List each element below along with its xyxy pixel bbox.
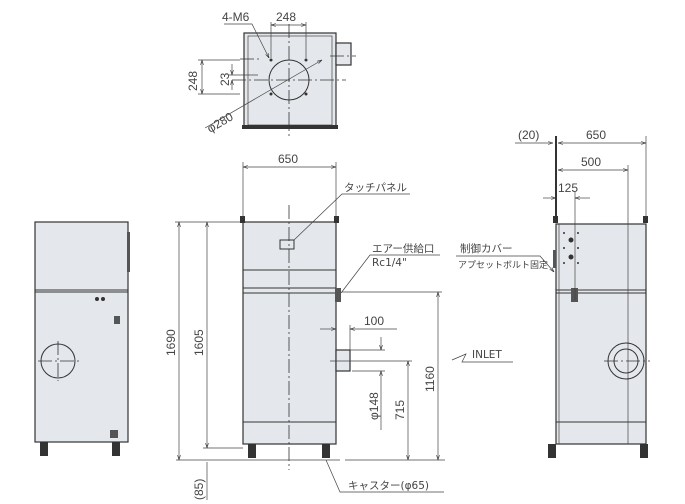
control-cover-note: アプセットボルト固定 xyxy=(458,259,548,271)
dim-top-height: 1160 xyxy=(423,366,437,392)
touch-panel-label: タッチパネル xyxy=(344,182,407,194)
dim-top-248-v: 248 xyxy=(186,71,200,91)
dim-side-125: 125 xyxy=(558,181,578,195)
right-view-body xyxy=(555,223,647,445)
front-view: 650 1690 1605 (85) 100 φ148 715 1160 タ xyxy=(164,152,513,500)
left-side-view xyxy=(34,221,130,456)
left-view-body xyxy=(34,221,129,443)
right-side-view: (20) 650 500 125 制御カバー アプセットボルト固定 xyxy=(456,128,650,458)
dim-top-diameter: φ280 xyxy=(205,109,236,135)
dim-side-500: 500 xyxy=(581,155,601,169)
dim-front-width: 650 xyxy=(278,152,298,166)
air-supply-spec: Rc1/4" xyxy=(372,257,407,269)
air-supply-port xyxy=(335,288,341,302)
top-view-body xyxy=(243,32,337,129)
air-supply-label: エアー供給口 xyxy=(372,242,434,255)
dim-body-height: 1605 xyxy=(192,329,206,356)
dim-caster-height: (85) xyxy=(192,479,206,500)
caster-label: キャスター(φ65) xyxy=(348,480,429,492)
front-inlet-duct xyxy=(335,349,351,372)
inlet-label: INLET xyxy=(472,349,502,361)
control-cover-label: 制御カバー xyxy=(460,242,513,255)
top-view-duct xyxy=(335,42,352,66)
dim-total-height: 1690 xyxy=(164,329,178,356)
dim-top-248-h: 248 xyxy=(276,10,296,24)
bolt-label: 4-M6 xyxy=(222,10,250,24)
dim-inlet-diameter: φ148 xyxy=(367,392,381,420)
dim-side-depth: 650 xyxy=(586,128,606,142)
top-view: 248 4-M6 248 23 φ280 xyxy=(186,10,356,136)
front-view-body xyxy=(242,221,337,445)
dim-inlet-protrusion: 100 xyxy=(364,314,384,328)
touch-panel xyxy=(279,239,295,250)
dim-top-23: 23 xyxy=(218,72,232,86)
dim-inlet-height: 715 xyxy=(393,400,407,420)
dim-side-offset: (20) xyxy=(518,128,539,142)
